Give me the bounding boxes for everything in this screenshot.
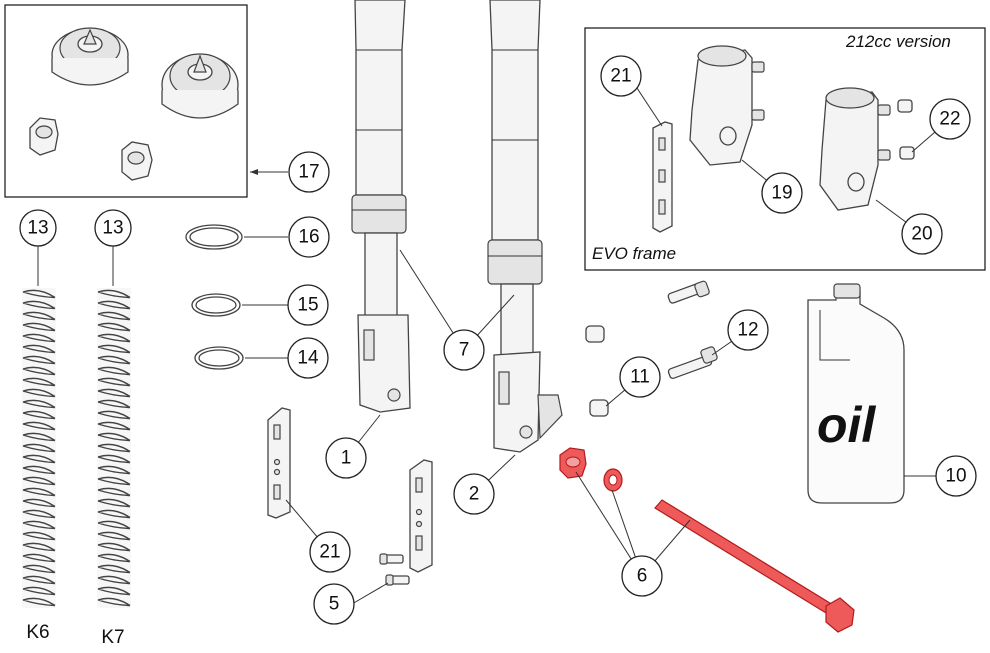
callout-13-k6: 13 [19,209,57,247]
o-ring-16 [185,224,243,250]
svg-text:19: 19 [771,183,792,204]
bracket-21-left [267,407,291,519]
fork-leg-2 [487,0,563,453]
spring-k7 [97,288,131,608]
nut-11-upper [585,325,605,343]
version-212cc-label: 212cc version [845,32,951,51]
fork-cap-kit-group [4,4,248,198]
o-ring-14 [194,346,244,370]
callout-20: 20 [901,213,943,255]
fork-nut-left [29,117,59,156]
svg-text:16: 16 [298,227,319,248]
svg-text:12: 12 [737,320,758,341]
oil-bottle: oil [807,283,905,504]
callout-21-left: 21 [309,531,351,573]
fork-cap-kit-box [4,4,248,198]
spring-k6 [22,288,56,608]
fork-cap-left [51,27,129,86]
evo-frame-label: EVO frame [592,244,676,263]
fork-leg-1 [351,0,411,413]
callout-22: 22 [929,98,971,140]
svg-text:10: 10 [945,466,966,487]
svg-text:22: 22 [939,109,960,130]
o-ring-15 [191,293,241,317]
screw-5-upper [379,553,404,565]
callout-14: 14 [287,337,329,379]
axle-shaft-6 [654,499,855,633]
nut-22-upper [897,99,913,113]
callout-13-k7: 13 [94,209,132,247]
callout-7: 7 [443,329,485,371]
bracket-21-evo [652,121,673,233]
bolt-12-upper [667,280,710,304]
callout-10: 10 [935,455,977,497]
axle-nut-6 [559,447,587,479]
callout-2: 2 [453,473,495,515]
bracket-21-mid [409,459,433,573]
fork-clamp-20 [819,87,891,211]
callout-16: 16 [288,216,330,258]
svg-text:13: 13 [102,218,123,239]
callout-17: 17 [288,151,330,193]
svg-text:2: 2 [469,484,480,505]
bolt-12-lower [667,346,718,380]
version-212cc-group: 212cc version EVO frame [584,27,986,271]
fork-clamp-19 [689,45,765,166]
callout-6: 6 [621,555,663,597]
callout-15: 15 [287,284,329,326]
callout-5: 5 [313,583,355,625]
spring-k7-label: K7 [101,627,124,648]
version-212cc-box [584,27,986,271]
svg-text:13: 13 [27,218,48,239]
svg-text:15: 15 [297,295,318,316]
screw-5-lower [385,574,410,586]
svg-text:11: 11 [630,367,650,388]
callout-11: 11 [619,356,661,398]
oil-label: oil [817,397,876,453]
svg-text:1: 1 [341,448,352,469]
callouts: 17 16 15 14 13 13 7 1 2 21 5 6 11 12 10 … [19,55,977,625]
svg-text:6: 6 [637,566,648,587]
svg-text:17: 17 [298,162,319,183]
svg-text:20: 20 [911,224,932,245]
svg-text:14: 14 [297,348,319,369]
callout-19: 19 [761,172,803,214]
svg-text:21: 21 [610,66,631,87]
callout-12: 12 [727,309,769,351]
axle-washer-6 [603,468,623,492]
nut-11-lower [589,399,609,417]
svg-text:5: 5 [329,594,340,615]
nut-22-lower [899,146,915,160]
spring-k6-label: K6 [26,622,49,643]
callout-21-evo: 21 [600,55,642,97]
callout-1: 1 [325,437,367,479]
fork-nut-right [121,141,153,181]
svg-text:7: 7 [459,340,470,361]
svg-text:21: 21 [319,542,340,563]
fork-cap-right [161,53,239,119]
